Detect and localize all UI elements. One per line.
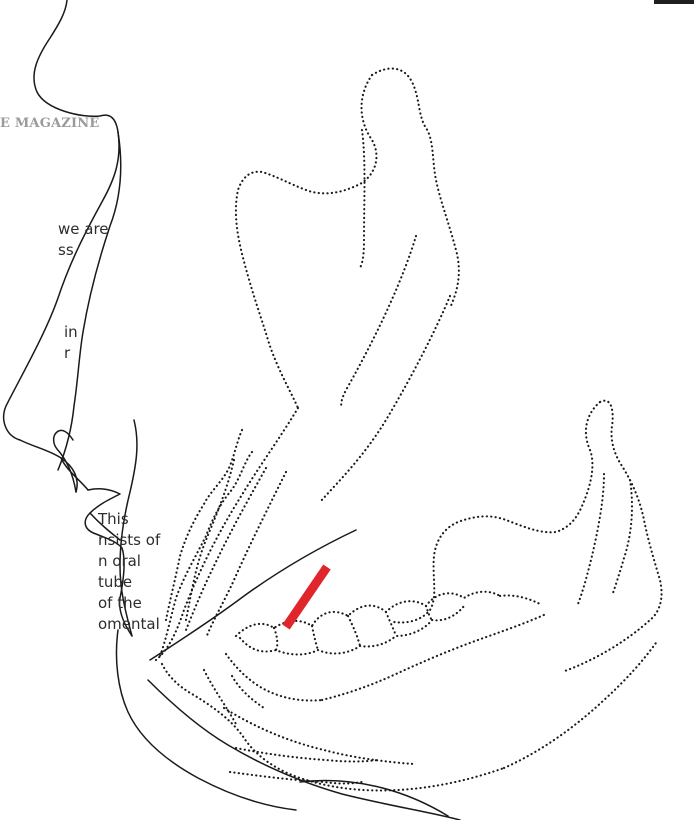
lower-border-outline <box>162 640 658 791</box>
text-line: n oral <box>98 551 160 572</box>
text-line: tube <box>98 572 160 593</box>
highlight-marker <box>286 567 327 627</box>
mandible-outline <box>156 69 459 660</box>
text-line: of the <box>98 593 160 614</box>
text-line: we are <box>58 219 109 240</box>
text-line: r <box>64 343 78 364</box>
masthead: E MAGAZINE <box>0 116 99 131</box>
coronoid-ramus-outline <box>394 401 662 672</box>
text-line: This <box>98 509 160 530</box>
text-fragment-top: we are ss <box>58 219 109 261</box>
text-line: ss <box>58 240 109 261</box>
text-line: omental <box>98 614 160 635</box>
text-line: nsists of <box>98 530 160 551</box>
text-fragment-middle: in r <box>64 322 78 364</box>
text-line: in <box>64 322 78 343</box>
teeth-outline <box>226 592 546 708</box>
text-fragment-bottom: This nsists of n oral tube of the omenta… <box>98 509 160 635</box>
